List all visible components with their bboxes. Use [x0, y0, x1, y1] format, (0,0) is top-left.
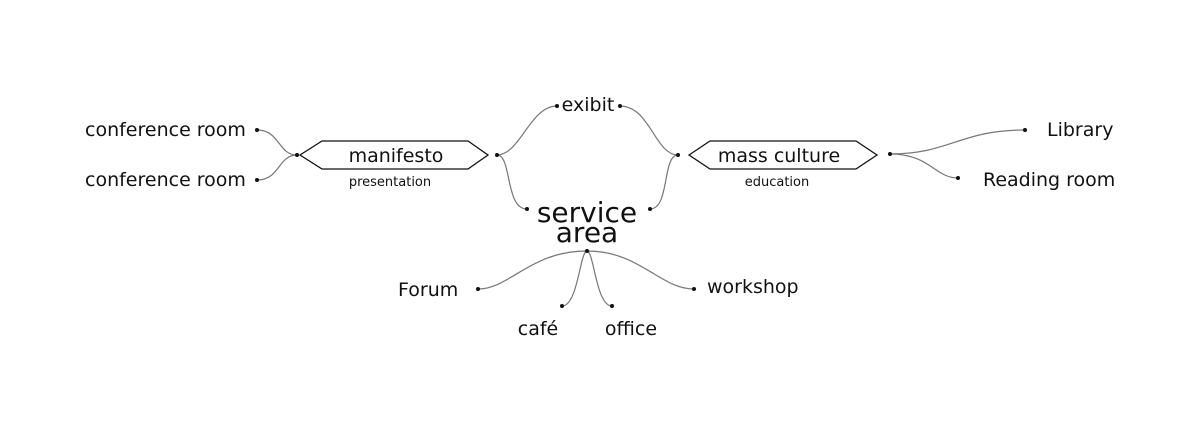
edge-manifesto-to-exibit — [496, 105, 558, 156]
dot-service-right — [648, 207, 652, 211]
label-manifesto: manifesto — [349, 145, 444, 167]
label-presentation: presentation — [349, 175, 431, 190]
dot-mass-culture-left — [676, 153, 680, 157]
edges — [256, 105, 1026, 307]
label-conference-room-1: conference room — [85, 119, 246, 141]
edge-manifesto-to-service — [496, 154, 528, 210]
dot-manifesto-left — [295, 153, 299, 157]
label-area: area — [556, 216, 618, 249]
edge-mass-culture-to-library — [889, 129, 1026, 155]
label-cafe: café — [518, 318, 558, 340]
label-service: service — [537, 196, 637, 229]
label-reading-room: Reading room — [983, 169, 1115, 191]
edge-service-to-cafe — [561, 250, 588, 307]
edge-conference-2-to-manifesto — [256, 154, 298, 181]
dot-cafe — [560, 304, 564, 308]
edge-service-to-forum — [477, 250, 588, 290]
dot-office — [610, 304, 614, 308]
dot-service-bottom — [585, 249, 589, 253]
label-forum: Forum — [398, 279, 458, 301]
dot-forum — [476, 287, 480, 291]
dot-mass-culture-right — [888, 152, 892, 156]
dot-conference-1 — [255, 128, 259, 132]
label-office: office — [605, 318, 657, 340]
edge-service-to-mass-culture — [649, 154, 679, 210]
edge-mass-culture-to-reading-room — [889, 153, 959, 179]
edge-service-to-office — [586, 250, 613, 307]
mass-culture-hexagon — [687, 140, 879, 170]
manifesto-hexagon — [298, 140, 490, 170]
dot-library — [1023, 128, 1027, 132]
label-library: Library — [1047, 119, 1113, 141]
dot-exibit-right — [618, 104, 622, 108]
dot-manifesto-right — [495, 153, 499, 157]
dot-conference-2 — [255, 178, 259, 182]
edge-exibit-to-mass-culture — [619, 105, 679, 156]
junction-dots — [255, 104, 1027, 308]
edge-conference-1-to-manifesto — [256, 129, 298, 156]
label-conference-room-2: conference room — [85, 169, 246, 191]
dot-exibit-left — [555, 104, 559, 108]
edge-service-to-workshop — [586, 250, 695, 290]
label-mass-culture: mass culture — [718, 145, 840, 167]
label-education: education — [745, 175, 810, 190]
dot-service-left — [525, 207, 529, 211]
dot-workshop — [692, 287, 696, 291]
label-workshop: workshop — [707, 276, 799, 298]
label-exibit: exibit — [562, 94, 615, 116]
dot-reading-room — [956, 176, 960, 180]
